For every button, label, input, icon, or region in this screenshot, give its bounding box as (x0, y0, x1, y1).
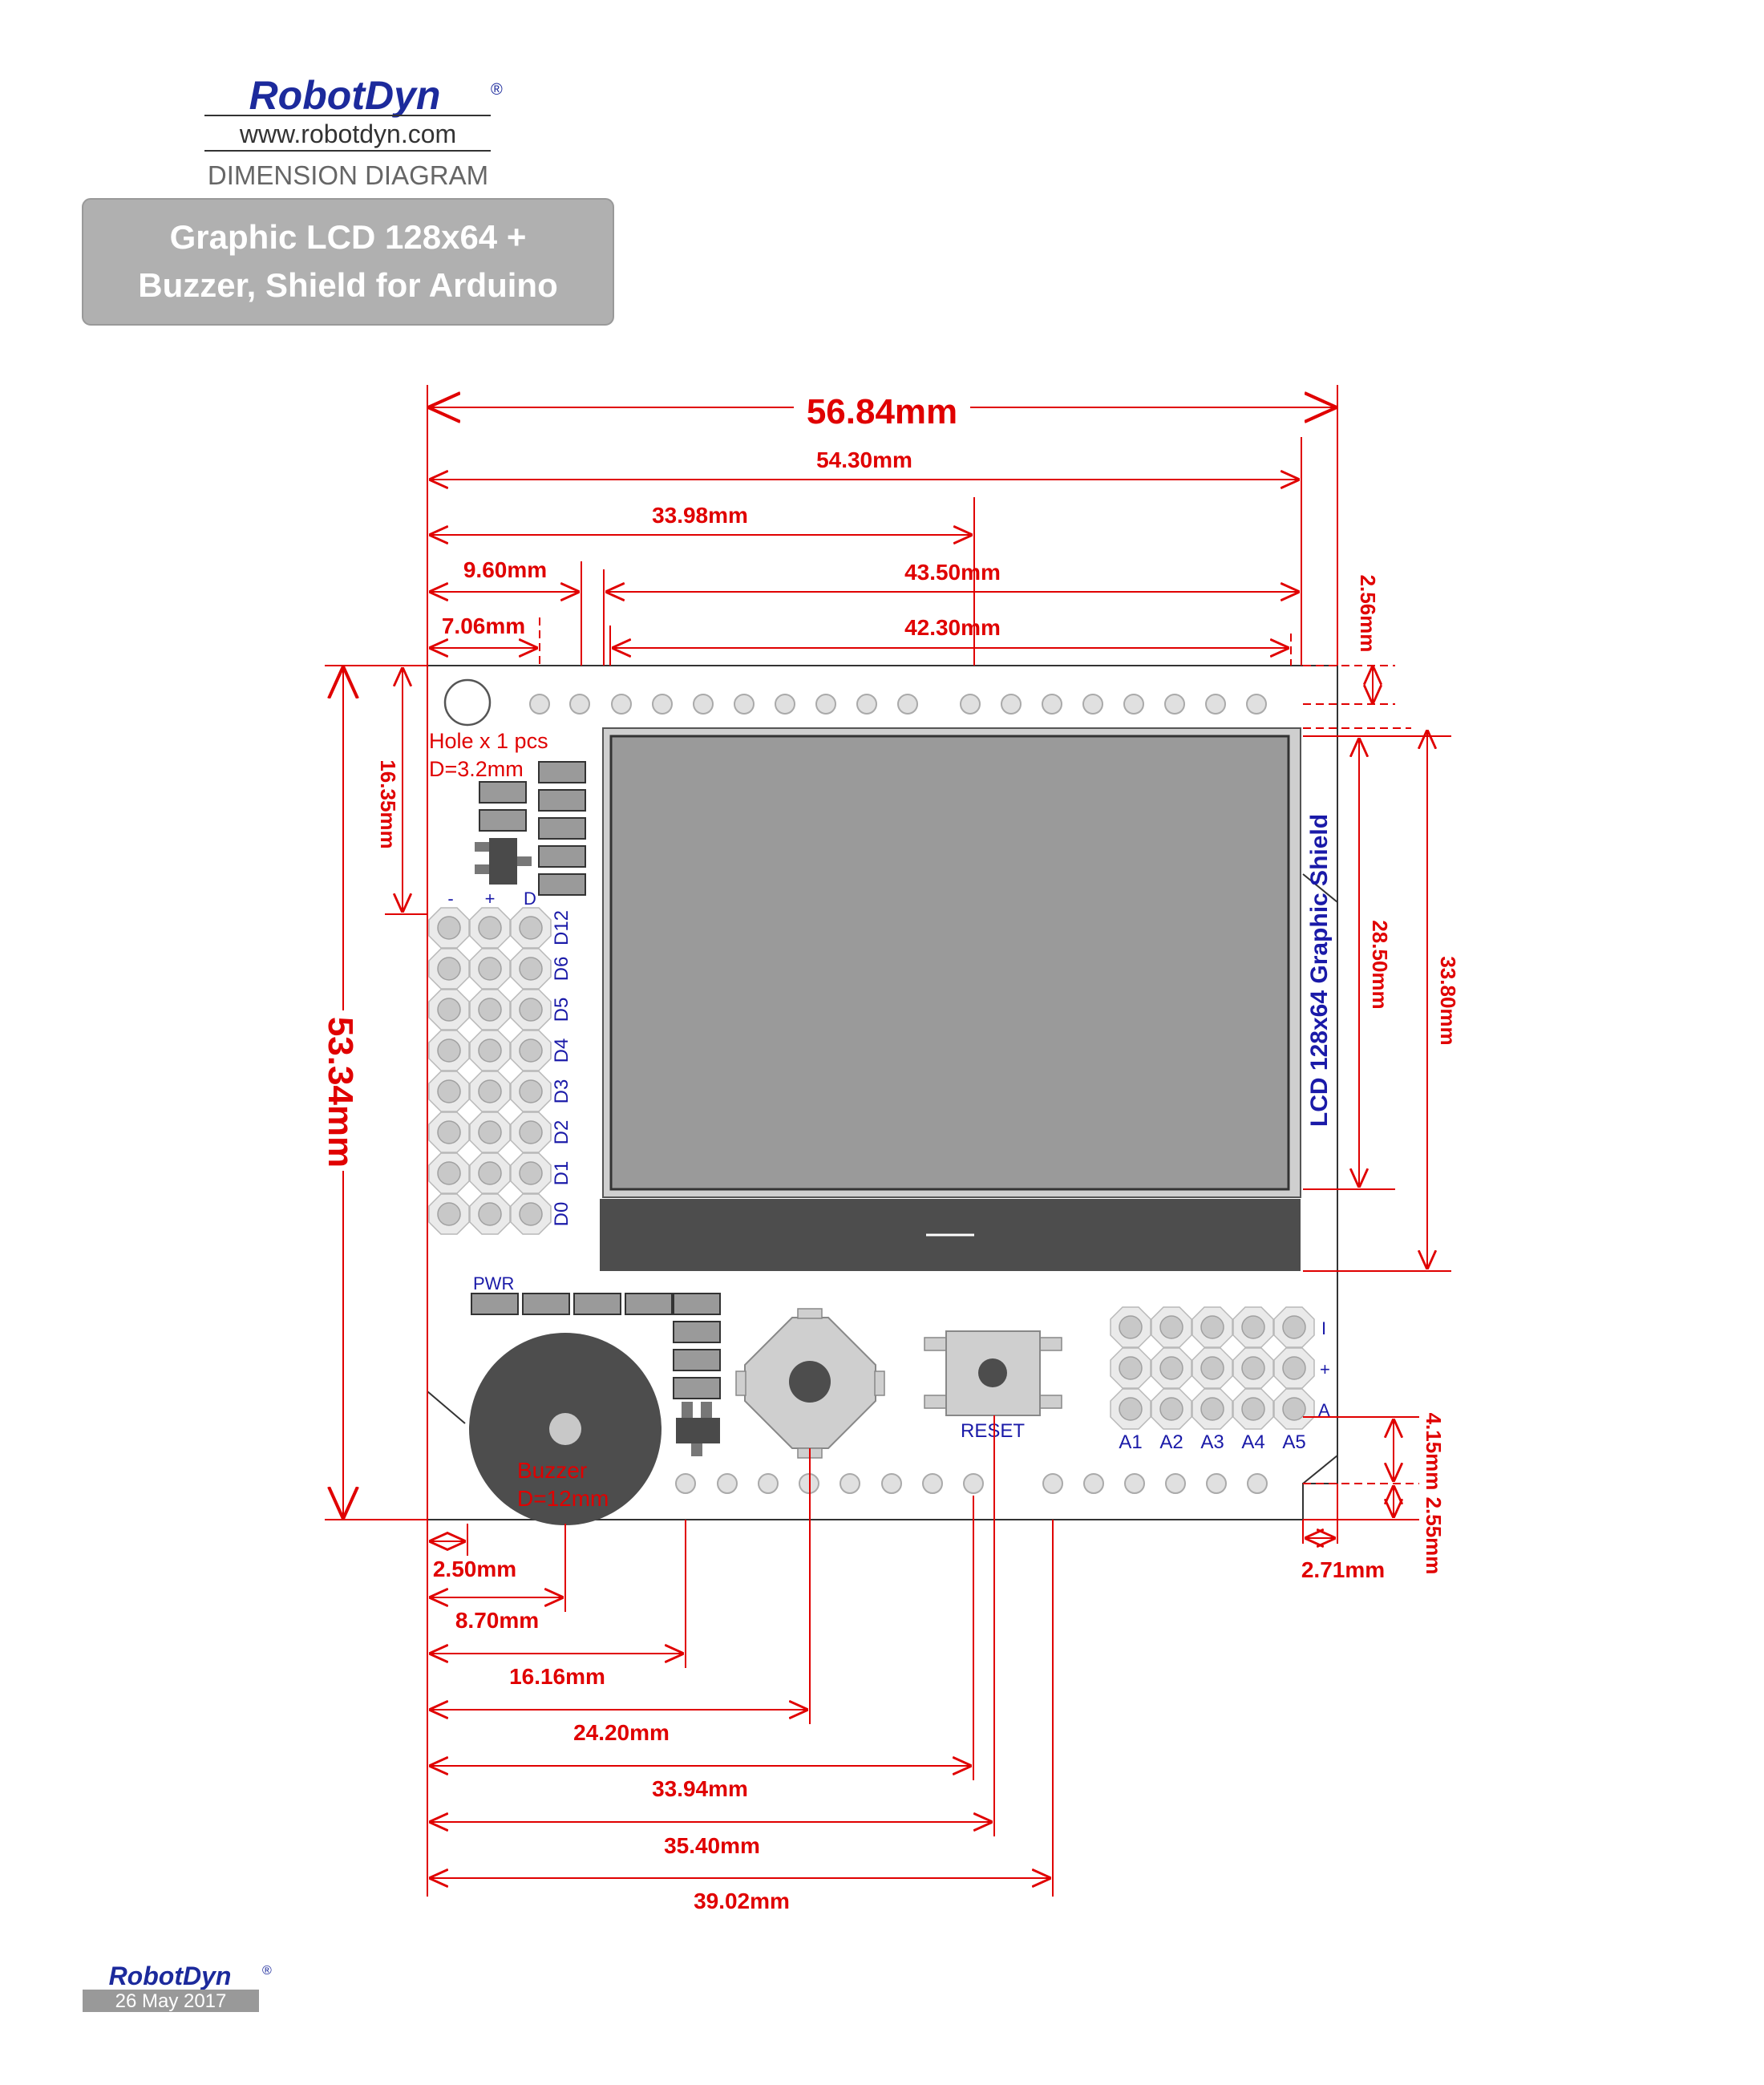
dim-16-35: 16.35mm (376, 759, 400, 848)
pin-d-label: D (524, 889, 536, 909)
dim-2-56: 2.56mm (1356, 575, 1380, 653)
title-line-2: Buzzer, Shield for Arduino (138, 266, 557, 304)
reset-button-component (924, 1330, 1062, 1416)
dim-4-15: 4.15mm (1422, 1413, 1446, 1491)
mounting-hole (443, 678, 492, 727)
dim-43-50: 43.50mm (904, 560, 1001, 585)
header-brand-logo: RobotDyn (249, 73, 441, 118)
header-registered-mark: ® (491, 81, 503, 99)
pin-label-d2: D2 (551, 1120, 572, 1145)
digital-pin-grid (428, 907, 552, 1235)
dim-35-40: 35.40mm (664, 1833, 760, 1858)
hole-diameter-label: D=3.2mm (429, 757, 524, 781)
dim-2-71: 2.71mm (1301, 1557, 1385, 1582)
analog-label-a4: A4 (1241, 1431, 1264, 1453)
pin-label-d12: D12 (551, 910, 572, 945)
hole-label: Hole x 1 pcs (429, 729, 548, 753)
buzzer-label: Buzzer (517, 1458, 587, 1483)
bottom-pin-row (675, 1473, 1268, 1494)
header-subtitle: DIMENSION DIAGRAM (208, 160, 488, 190)
lcd-module (600, 727, 1301, 1271)
pin-label-d0: D0 (551, 1202, 572, 1227)
title-panel (82, 198, 614, 326)
footer-block: RobotDyn ® 26 May 2017 (83, 1962, 272, 2012)
footer-date-panel (83, 1990, 259, 2012)
dim-33-80: 33.80mm (1436, 956, 1460, 1045)
pin-minus-label: - (447, 889, 453, 909)
pin-label-d3: D3 (551, 1079, 572, 1104)
analog-row-label-plus: + (1320, 1359, 1330, 1379)
dimension-labels: 56.84mm 54.30mm 33.98mm 9.60mm 43.50mm 7… (321, 389, 1460, 1913)
buzzer (469, 1333, 662, 1525)
board-notch-right-bottom (1302, 1455, 1338, 1484)
buzzer-diameter-label: D=12mm (517, 1486, 609, 1511)
analog-pin-grid (1110, 1306, 1315, 1430)
dim-8-70: 8.70mm (455, 1608, 539, 1633)
dim-2-55: 2.55mm (1422, 1497, 1446, 1575)
dim-16-16: 16.16mm (509, 1664, 605, 1689)
title-line-1: Graphic LCD 128x64 + (170, 218, 527, 256)
pin-plus-label: + (485, 889, 496, 909)
dim-42-30: 42.30mm (904, 615, 1001, 640)
board-side-label: LCD 128x64 Graphic Shield (1306, 814, 1333, 1127)
buzzer-center (549, 1413, 581, 1445)
analog-label-a2: A2 (1159, 1431, 1183, 1453)
dim-39-02: 39.02mm (694, 1889, 790, 1913)
smd-components-left (475, 761, 586, 896)
board-notch-left (427, 1391, 466, 1424)
dim-7-06: 7.06mm (442, 613, 525, 638)
analog-row-label-i: I (1321, 1318, 1326, 1338)
shield-board: Hole x 1 pcs D=3.2mm - + D (427, 665, 1338, 1525)
analog-row-label-a: A (1318, 1400, 1330, 1420)
pwr-label: PWR (473, 1273, 514, 1294)
footer-registered-mark: ® (262, 1964, 272, 1978)
pin-label-d4: D4 (551, 1038, 572, 1063)
lcd-screen (609, 735, 1290, 1191)
analog-label-a1: A1 (1119, 1431, 1142, 1453)
dim-total-width: 56.84mm (807, 392, 957, 431)
dim-54-30: 54.30mm (816, 447, 912, 472)
footer-brand-logo: RobotDyn (109, 1962, 232, 1990)
dim-33-94: 33.94mm (652, 1776, 748, 1801)
reset-label: RESET (961, 1420, 1025, 1442)
dim-9-60: 9.60mm (463, 557, 547, 582)
dim-2-50: 2.50mm (433, 1557, 516, 1581)
header-url: www.robotdyn.com (239, 119, 456, 148)
header-block: RobotDyn ® www.robotdyn.com DIMENSION DI… (82, 73, 614, 326)
pin-label-d6: D6 (551, 957, 572, 982)
dim-28-50: 28.50mm (1368, 920, 1392, 1009)
dim-33-98: 33.98mm (652, 503, 748, 528)
footer-date: 26 May 2017 (115, 1990, 227, 2012)
analog-label-a3: A3 (1200, 1431, 1224, 1453)
dim-total-height: 53.34mm (321, 1017, 360, 1168)
top-pin-row (529, 694, 1267, 715)
dim-24-20: 24.20mm (573, 1720, 670, 1745)
pwr-components (471, 1293, 721, 1456)
board-notch-right-top (1302, 873, 1338, 903)
pin-label-d1: D1 (551, 1161, 572, 1186)
pin-label-d5: D5 (551, 998, 572, 1022)
analog-label-a5: A5 (1282, 1431, 1305, 1453)
